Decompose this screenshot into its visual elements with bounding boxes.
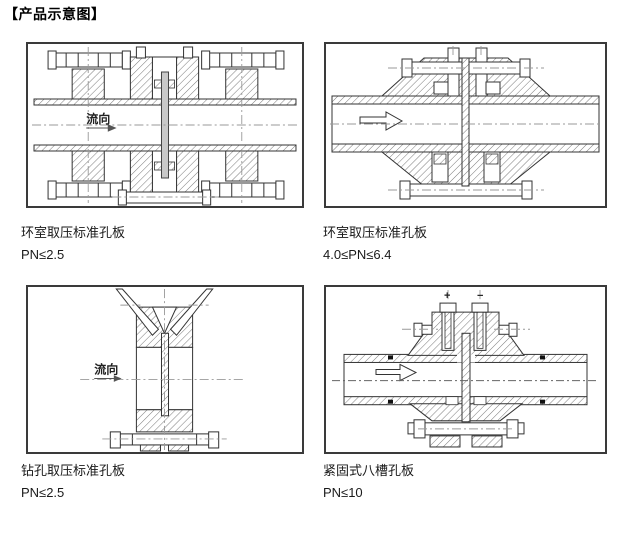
tap-positive-mark: + [444, 290, 450, 302]
figure-panel-3: 流向 [26, 285, 304, 454]
figure-panel-1: 流向 [26, 42, 304, 208]
figure-2-caption: 环室取压标准孔板 [323, 225, 428, 240]
flow-direction-label: 流向 [94, 362, 118, 377]
figure-1-caption: 环室取压标准孔板 [21, 225, 126, 240]
figure-3-pressure-rating: PN≤2.5 [21, 485, 65, 500]
figure-panel-4: + − [324, 285, 607, 454]
figure-4-pressure-rating: PN≤10 [323, 485, 363, 500]
figure-1-pressure-rating: PN≤2.5 [21, 247, 65, 262]
drilled-tap-orifice-plate-drawing: 流向 [80, 288, 245, 452]
figure-3-caption: 钻孔取压标准孔板 [21, 463, 126, 478]
ring-chamber-orifice-plate-drawing-low-pn: 流向 [32, 46, 298, 206]
flow-direction-label: 流向 [86, 111, 110, 126]
page-title: 【产品示意图】 [4, 6, 106, 22]
ring-chamber-orifice-plate-drawing-high-pn [330, 46, 601, 200]
figure-2-pressure-rating: 4.0≤PN≤6.4 [323, 247, 392, 262]
figure-4-caption: 紧固式八槽孔板 [323, 463, 415, 478]
tap-negative-mark: − [477, 290, 483, 302]
eight-slot-orifice-plate-drawing: + − [332, 290, 599, 448]
figure-panel-2 [324, 42, 607, 208]
